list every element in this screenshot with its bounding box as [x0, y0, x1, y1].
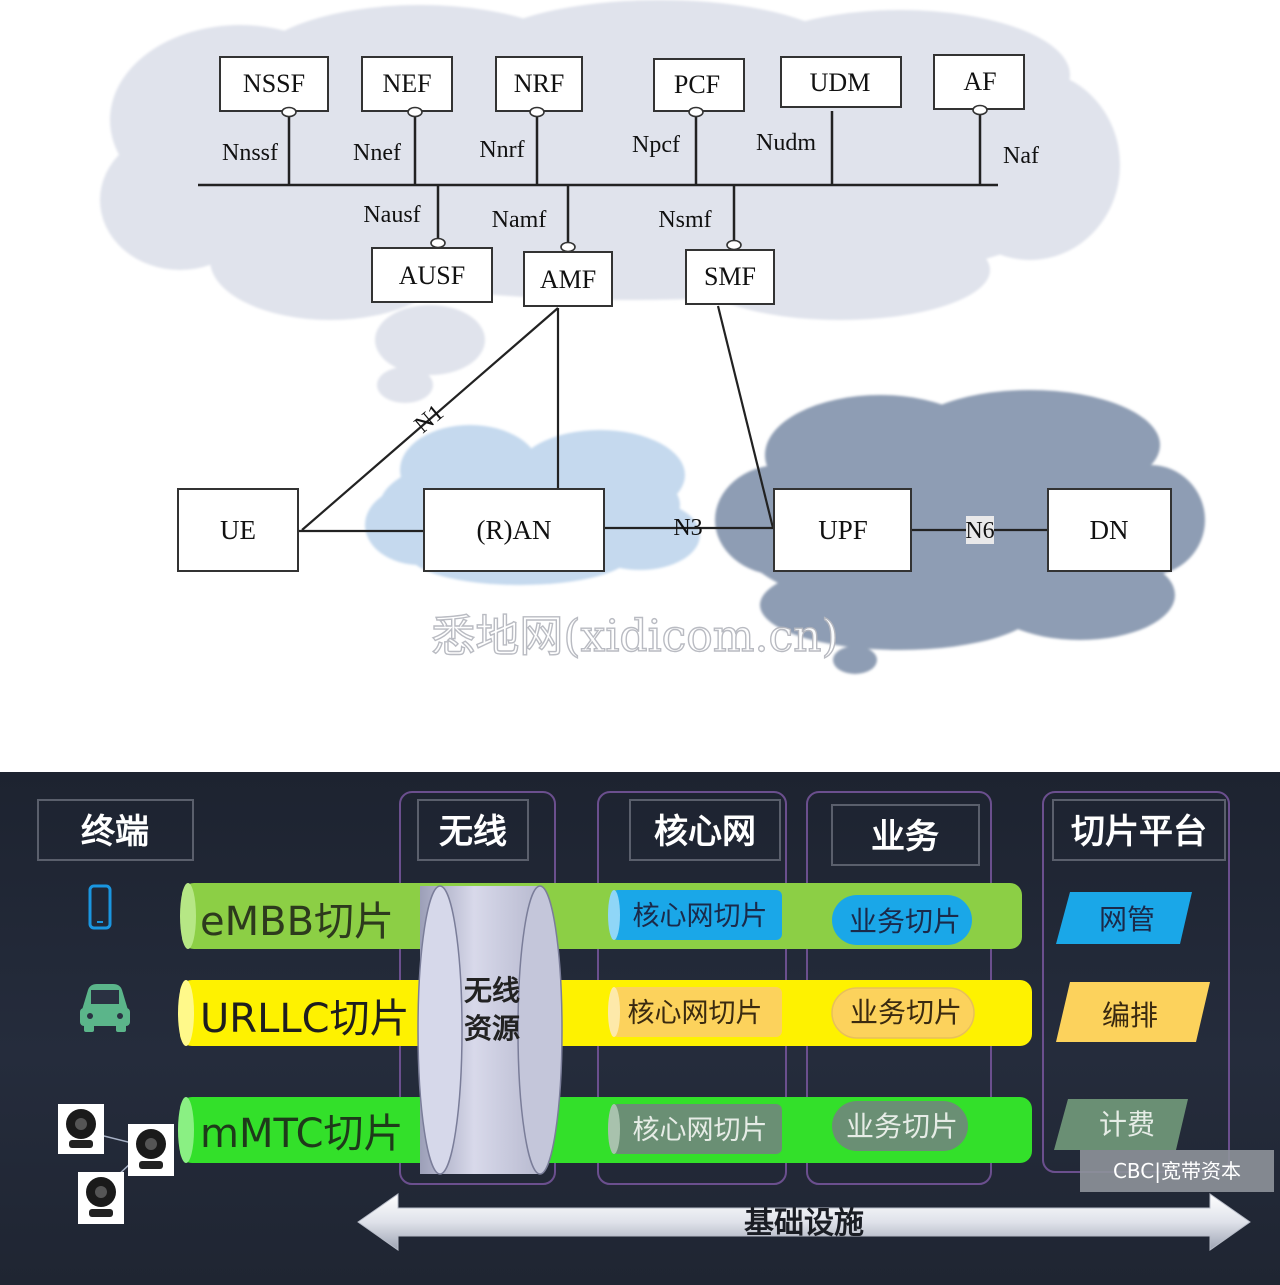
infrastructure-arrow: 基础设施 [357, 1193, 1251, 1251]
service-slices: 业务切片 业务切片 业务切片 [831, 895, 975, 1151]
nausf-interface-label: Nausf [363, 202, 420, 228]
mmtc-slice-label: mMTC切片 [200, 1111, 404, 1157]
mmtc-slice-pipe: mMTC切片 [178, 1097, 1032, 1163]
nf-nef-label: NEF [382, 69, 431, 98]
phone-icon [88, 884, 112, 930]
core-slice-mmtc-label: 核心网切片 [633, 1115, 768, 1146]
nf-pcf-label: PCF [674, 70, 720, 99]
nnrf-interface-label: Nnrf [479, 137, 524, 163]
upper-nf-group: NSSF Nnssf NEF Nnef NRF Nnrf [219, 54, 1039, 185]
iot-camera-icons [58, 1104, 174, 1224]
embb-slice-label: eMBB切片 [200, 899, 394, 945]
wireless-resource-line2: 资源 [464, 1012, 520, 1045]
service-slice-embb: 业务切片 [832, 895, 972, 945]
nf-nrf: NRF Nnrf [479, 56, 583, 185]
core-slice-mmtc: 核心网切片 [608, 1104, 782, 1154]
service-slice-embb-label: 业务切片 [849, 905, 961, 938]
npcf-interface-label: Npcf [632, 132, 680, 158]
ue-node: UE [177, 488, 299, 572]
nf-udm-label: UDM [810, 68, 871, 97]
dn-node: DN [1047, 488, 1172, 572]
service-header: 业务 [871, 817, 939, 857]
main-nodes: UE (R)AN UPF DN [177, 488, 1172, 572]
namf-interface-label: Namf [492, 207, 547, 233]
network-architecture-diagram: NSSF Nnssf NEF Nnef NRF Nnrf [100, 0, 1205, 674]
platform-orchestration-label: 编排 [1102, 999, 1158, 1032]
nsmf-interface-label: Nsmf [658, 207, 711, 233]
n3-label: N3 [673, 515, 702, 541]
nnssf-interface-label: Nnssf [222, 140, 278, 166]
core-slice-urllc-label: 核心网切片 [628, 998, 763, 1029]
platform-items: 网管 编排 计费 [1054, 892, 1210, 1150]
nf-nssf: NSSF Nnssf [219, 56, 329, 185]
service-slice-mmtc: 业务切片 [832, 1101, 968, 1151]
core-slices: 核心网切片 核心网切片 核心网切片 [608, 890, 782, 1154]
nf-amf-label: AMF [540, 265, 596, 294]
ran-node: (R)AN [423, 488, 605, 572]
core-header: 核心网 [654, 812, 756, 852]
lower-nf-group: AUSF Nausf AMF Namf SMF Nsmf [363, 185, 775, 307]
nnef-interface-label: Nnef [353, 140, 401, 166]
camera-icon-3 [78, 1172, 124, 1224]
nf-nssf-label: NSSF [243, 69, 305, 98]
nf-amf: AMF Namf [492, 185, 613, 307]
camera-icon-2 [128, 1124, 174, 1176]
nf-udm: UDM Nudm [756, 56, 902, 185]
car-icon [80, 984, 130, 1032]
core-slice-embb-label: 核心网切片 [633, 901, 768, 932]
slicing-diagram: 终端 无线 核心网 业务 切片平台 eMBB切片 URLLC切片 [37, 791, 1274, 1251]
watermark-text: 悉地网(xidicom.cn) [431, 611, 838, 662]
wireless-resource-line1: 无线 [464, 974, 520, 1007]
dn-label: DN [1090, 515, 1129, 545]
ran-label: (R)AN [477, 515, 552, 545]
naf-interface-label: Naf [1003, 143, 1039, 169]
embb-slice-pipe: eMBB切片 [180, 883, 1022, 949]
nf-smf-label: SMF [704, 262, 756, 291]
service-slice-urllc-label: 业务切片 [850, 996, 962, 1029]
platform-billing: 计费 [1054, 1099, 1188, 1150]
upf-node: UPF [773, 488, 912, 572]
nf-ausf-label: AUSF [399, 261, 465, 290]
upf-label: UPF [818, 515, 868, 545]
camera-icon-1 [58, 1104, 104, 1154]
nudm-interface-label: Nudm [756, 130, 816, 156]
nf-pcf: PCF Npcf [632, 58, 745, 185]
platform-billing-label: 计费 [1099, 1108, 1155, 1141]
ue-label: UE [220, 515, 256, 545]
n1-link [301, 307, 559, 531]
source-badge-label: CBC|宽带资本 [1113, 1159, 1241, 1183]
column-headers: 终端 无线 核心网 业务 切片平台 [37, 799, 1226, 866]
platform-header: 切片平台 [1071, 812, 1207, 852]
source-badge: CBC|宽带资本 [1080, 1150, 1274, 1192]
wireless-resource-cylinder: 无线 资源 [417, 885, 563, 1175]
nf-af-label: AF [963, 67, 996, 96]
nf-smf: SMF Nsmf [658, 185, 775, 305]
wireless-header: 无线 [439, 812, 507, 852]
service-slice-urllc: 业务切片 [831, 987, 975, 1039]
core-slice-urllc: 核心网切片 [608, 987, 782, 1037]
platform-network-mgmt-label: 网管 [1099, 903, 1155, 936]
urllc-slice-label: URLLC切片 [200, 996, 410, 1042]
nf-ausf: AUSF Nausf [363, 185, 493, 303]
platform-network-mgmt: 网管 [1056, 892, 1192, 944]
nf-nrf-label: NRF [514, 69, 565, 98]
nf-af: AF Naf [933, 54, 1039, 185]
service-slice-mmtc-label: 业务切片 [846, 1110, 958, 1143]
slicing-panel: 终端 无线 核心网 业务 切片平台 eMBB切片 URLLC切片 [0, 772, 1280, 1285]
infrastructure-label: 基础设施 [744, 1206, 864, 1241]
n6-label: N6 [965, 518, 994, 544]
platform-orchestration: 编排 [1056, 982, 1210, 1042]
core-slice-embb: 核心网切片 [608, 890, 782, 940]
terminal-header: 终端 [81, 812, 149, 852]
urllc-slice-pipe: URLLC切片 [178, 980, 1032, 1046]
nf-nef: NEF Nnef [353, 56, 453, 185]
smf-upf-link [716, 305, 775, 529]
